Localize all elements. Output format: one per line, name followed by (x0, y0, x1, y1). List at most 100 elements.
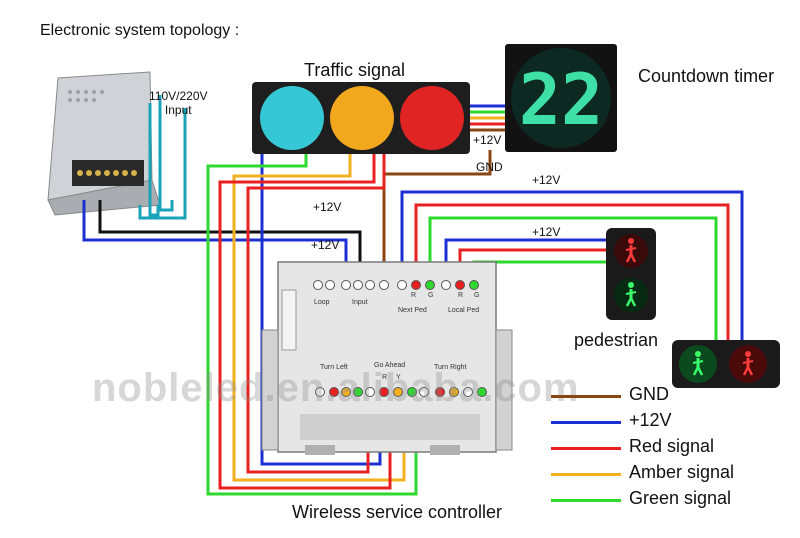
bottom-terminal-6 (393, 387, 403, 397)
bottom-terminal-1 (329, 387, 339, 397)
bottom-terminal-7 (407, 387, 417, 397)
terminal-label-input: Input (352, 299, 368, 306)
terminal-label-go-y: Y (396, 374, 401, 381)
top-terminal-0 (313, 280, 323, 290)
ped-green-figure-upper-arms (625, 291, 637, 295)
bottom-terminal-10 (449, 387, 459, 397)
amber-lamp (330, 86, 394, 150)
traffic-signal-label: Traffic signal (304, 60, 406, 80)
top-terminal-4 (365, 280, 375, 290)
wire-13 (246, 150, 386, 474)
cyan-lamp (260, 86, 324, 150)
legend-swatch-gnd (551, 395, 621, 398)
legend-swatch-green (551, 499, 621, 502)
legend-text-gnd: GND (629, 384, 669, 404)
terminal-label-next-ped: Next Ped (398, 307, 427, 314)
bottom-terminal-3 (353, 387, 363, 397)
ped-green-figure-lower-leg-right (696, 366, 704, 376)
bottom-terminal-0 (315, 387, 325, 397)
wire-label-plus12-left: +12V (311, 238, 340, 252)
wire-0 (148, 103, 160, 217)
watermark: nobleled.en.alibaba.com (92, 366, 580, 410)
red-lamp (400, 86, 464, 150)
legend-text-red: Red signal (629, 436, 715, 456)
ped-green-figure-lower (692, 351, 704, 376)
ped-green-figure-lower-arms (692, 360, 704, 364)
bottom-terminal-5 (379, 387, 389, 397)
legend-swatch-red (551, 447, 621, 450)
ped-red-figure-upper-head (628, 238, 634, 244)
ped-red-figure-lower-leg-right (746, 366, 754, 376)
ped-red-figure-lower (742, 351, 754, 376)
ped-red-figure-lower-head (745, 351, 751, 357)
controller-label: Wireless service controller (292, 502, 503, 522)
top-terminal-5 (379, 280, 389, 290)
bottom-terminal-2 (341, 387, 351, 397)
countdown-timer-label: Countdown timer (638, 66, 775, 86)
terminal-label-loop: Loop (314, 299, 330, 306)
pedestrian-label: pedestrian (574, 330, 659, 350)
pedestrian-signal-lower (672, 340, 780, 388)
ped-red-figure-upper (625, 238, 637, 263)
top-terminal-8 (425, 280, 435, 290)
timer-digits: 22 (519, 59, 603, 141)
ped-red-figure-upper-arms (625, 247, 637, 251)
ped-red-figure-upper-leg-right (629, 253, 637, 263)
terminal-label-local-ped: Local Ped (448, 307, 480, 314)
wire-label-gnd: GND (476, 160, 503, 174)
traffic-signal (252, 82, 470, 154)
bottom-terminal-8 (419, 387, 429, 397)
bottom-terminal-12 (477, 387, 487, 397)
ped-green-figure-upper-leg-right (629, 297, 637, 307)
wire-8 (428, 216, 718, 340)
pedestrian-figures (625, 238, 754, 376)
top-terminal-2 (341, 280, 351, 290)
input-voltage-label: 110V/220V Input (149, 89, 208, 117)
countdown-timer (505, 44, 617, 152)
bottom-terminal-4 (365, 387, 375, 397)
top-terminal-9 (441, 280, 451, 290)
ped-red-figure-lower-arms (742, 360, 754, 364)
terminal-label-next-g: G (428, 292, 434, 299)
wire-1 (158, 95, 174, 212)
terminal-label-local-g: G (474, 292, 480, 299)
legend-swatch-12v (551, 421, 621, 424)
legend-text-12v: +12V (629, 410, 672, 430)
timer-digit-text: 22 (519, 59, 603, 141)
controller-terminals (313, 280, 487, 397)
wire-label-plus12-top: +12V (473, 133, 502, 147)
wire-5 (382, 150, 492, 276)
wire-16 (206, 150, 418, 496)
wire-15 (218, 150, 392, 490)
ped-green-figure-upper (625, 282, 637, 307)
terminal-label-next-r: R (411, 292, 417, 299)
terminal-label-go-r: R (382, 374, 388, 381)
terminal-label-turn-left: Turn Left (320, 364, 348, 371)
wire-3 (98, 200, 362, 272)
wire-label-plus12-right: +12V (532, 173, 561, 187)
terminal-label-go-ahead: Go Ahead (374, 362, 406, 369)
wire-6 (400, 190, 744, 340)
wire-14 (232, 150, 406, 482)
top-terminal-3 (353, 280, 363, 290)
wire-7 (414, 203, 730, 340)
bottom-terminal-9 (435, 387, 445, 397)
bottom-terminal-11 (463, 387, 473, 397)
legend-text-green: Green signal (629, 488, 732, 508)
top-terminal-11 (469, 280, 479, 290)
wire-label-plus12-mid: +12V (313, 200, 342, 214)
ped-green-figure-upper-head (628, 282, 634, 288)
top-terminal-6 (397, 280, 407, 290)
top-terminal-1 (325, 280, 335, 290)
controller-box (261, 261, 513, 455)
top-terminal-7 (411, 280, 421, 290)
legend-swatch-amber (551, 473, 621, 476)
wire-label-plus12-ped: +12V (532, 225, 561, 239)
terminal-label-local-r: R (458, 292, 464, 299)
top-terminal-10 (455, 280, 465, 290)
wire-2 (138, 108, 187, 220)
diagram-title: Electronic system topology : (40, 22, 240, 39)
wire-4 (82, 200, 348, 276)
power-supply (47, 71, 161, 216)
